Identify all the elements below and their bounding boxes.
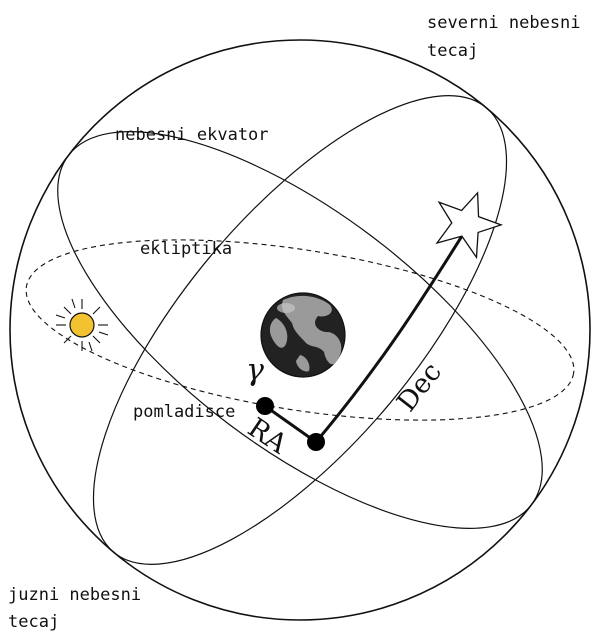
south-pole-label: juzni nebesni tecaj: [8, 585, 151, 632]
earth-icon: [261, 293, 345, 377]
star-hour-circle-point: [307, 433, 325, 451]
declination-label: Dec: [391, 357, 448, 418]
vernal-equinox-label: pomladisce: [133, 402, 235, 422]
gamma-symbol: γ: [246, 353, 264, 388]
north-pole-label: severni nebesni tecaj: [427, 13, 591, 61]
celestial-equator-label: nebesni ekvator: [115, 125, 269, 145]
sun-icon: [56, 299, 108, 351]
ecliptic-label: ekliptika: [140, 239, 232, 259]
